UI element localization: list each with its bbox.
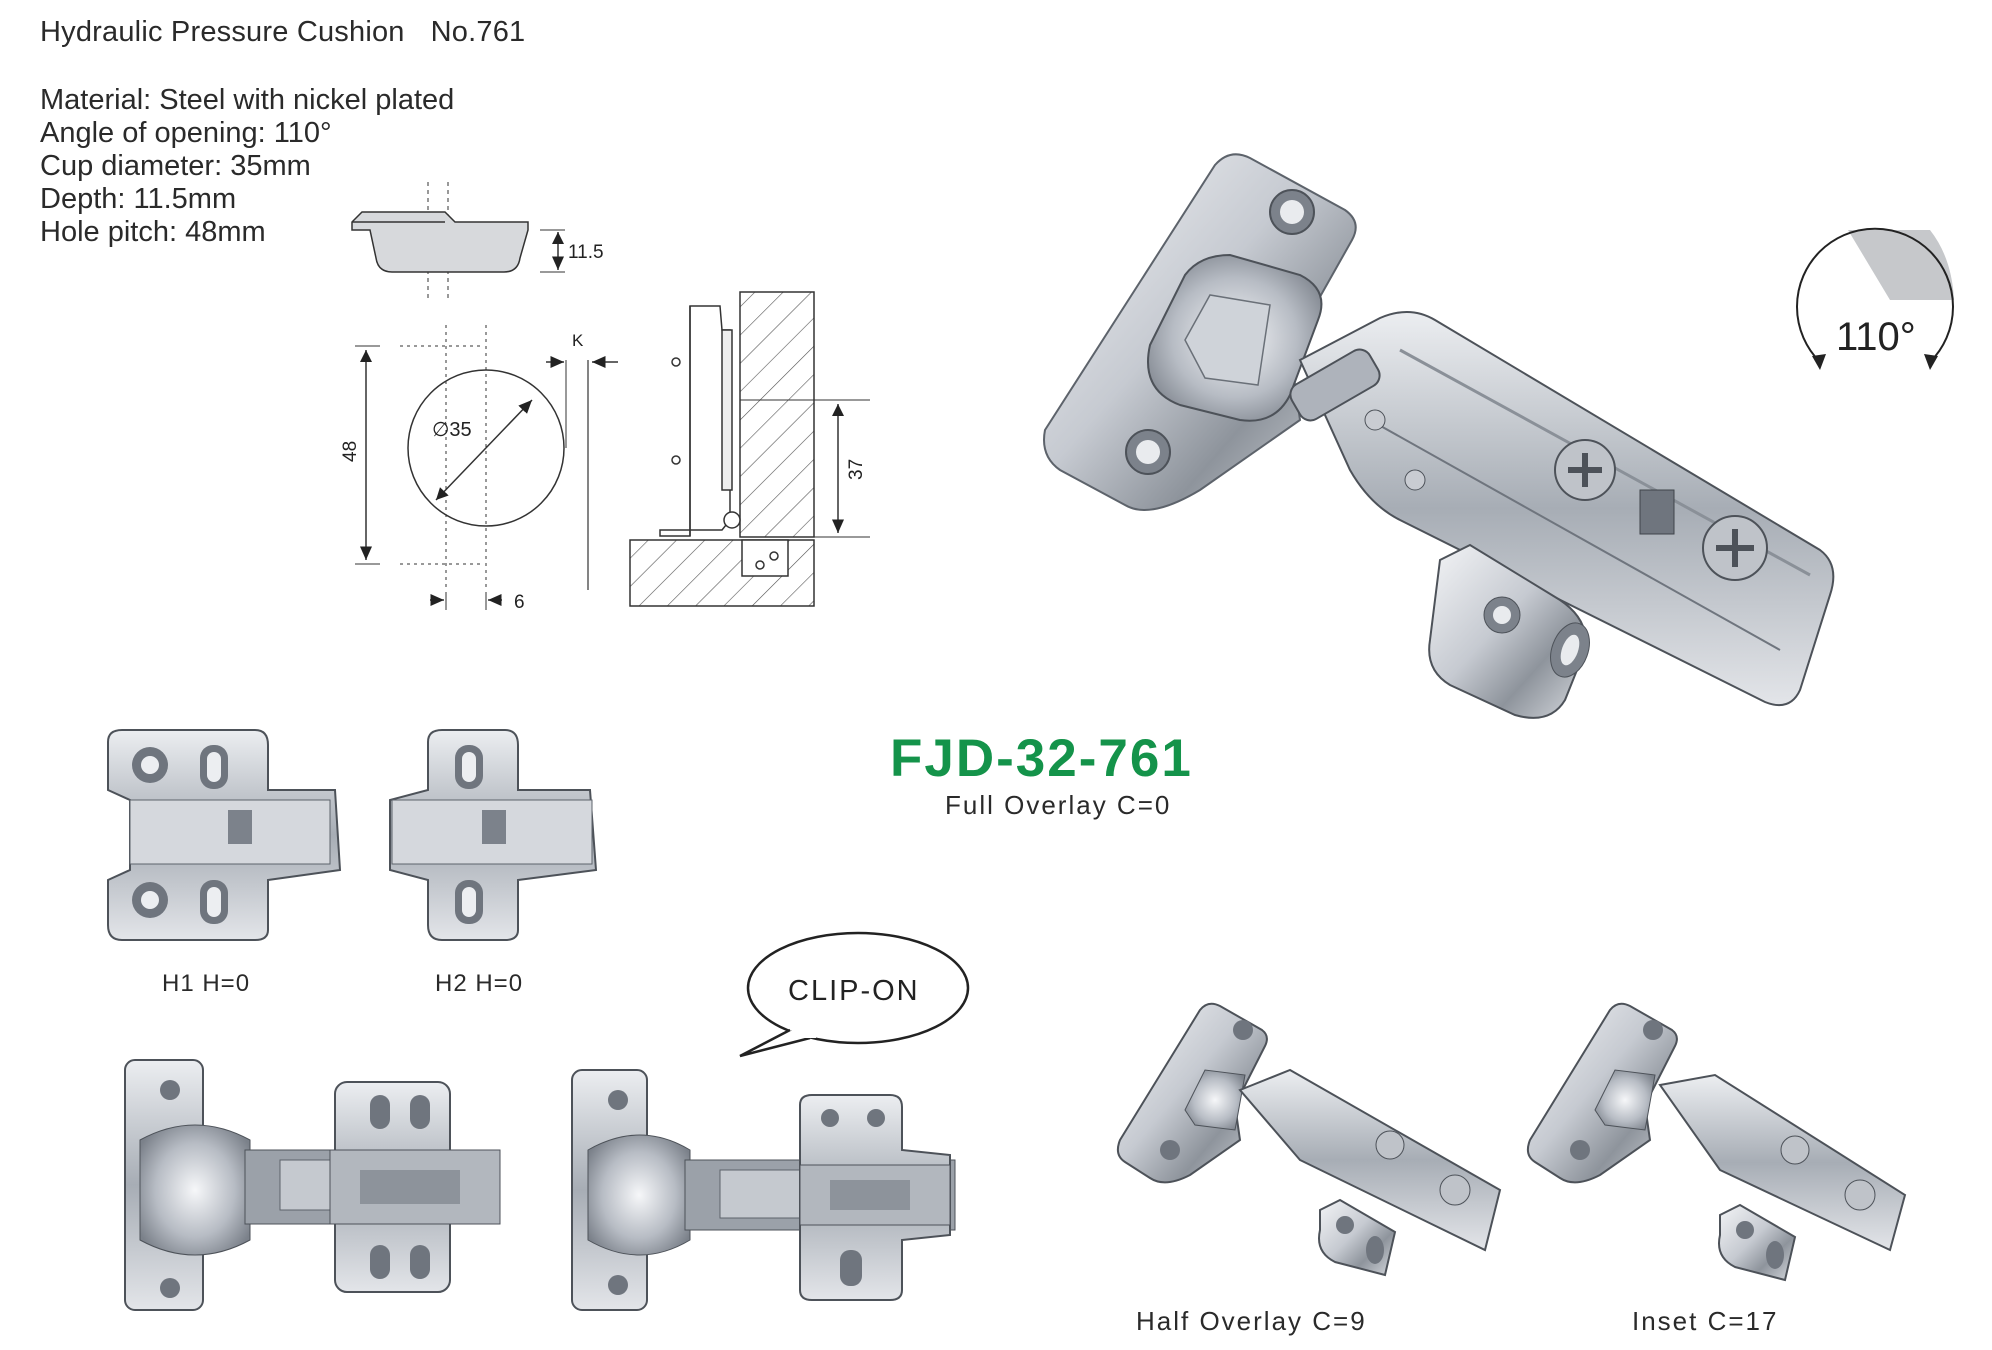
plate-h1-label: H1 H=0 — [162, 970, 251, 997]
model-code: FJD-32-761 — [890, 729, 1193, 788]
cup-plan-drawing — [355, 325, 618, 610]
plate-h1-image — [107, 729, 342, 941]
plate-h2-image — [389, 729, 598, 941]
plate-h2-label: H2 H=0 — [435, 970, 524, 997]
side-dimension: 37 — [846, 459, 867, 480]
cup-section-drawing — [351, 182, 565, 300]
clip-on-label: CLIP-ON — [788, 975, 920, 1007]
spec-hole-pitch: Hole pitch: 48mm — [40, 216, 266, 248]
spec-angle: Angle of opening: 110° — [40, 117, 332, 149]
main-hinge-image — [1043, 153, 1835, 719]
side-section-drawing — [629, 291, 870, 607]
inset-label: Inset C=17 — [1632, 1306, 1779, 1336]
spec-list: Material: Steel with nickel plated Angle… — [40, 84, 454, 249]
standard-hinge-image — [124, 1059, 501, 1311]
spec-material: Material: Steel with nickel plated — [40, 84, 455, 116]
half-overlay-label: Half Overlay C=9 — [1136, 1306, 1367, 1336]
diameter-dimension: ∅35 — [432, 419, 472, 441]
inset-hinge-image — [1526, 1002, 1907, 1282]
pitch-dimension: 48 — [340, 441, 361, 462]
opening-angle-badge — [1796, 227, 1954, 370]
angle-value: 110° — [1836, 315, 1916, 359]
page-title: Hydraulic Pressure Cushion No.761 — [40, 16, 525, 49]
title-text: Hydraulic Pressure Cushion — [40, 16, 405, 48]
depth-dimension: 11.5 — [568, 242, 604, 263]
clip-on-bubble — [739, 931, 970, 1058]
offset-dimension: 6 — [514, 592, 525, 613]
half-overlay-hinge-image — [1116, 1002, 1502, 1277]
clip-on-hinge-image — [571, 1069, 956, 1311]
model-number: No.761 — [430, 16, 526, 48]
spec-depth: Depth: 11.5mm — [40, 183, 237, 215]
full-overlay-label: Full Overlay C=0 — [945, 790, 1172, 820]
spec-cup-diameter: Cup diameter: 35mm — [40, 150, 311, 182]
k-label: K — [572, 331, 584, 350]
